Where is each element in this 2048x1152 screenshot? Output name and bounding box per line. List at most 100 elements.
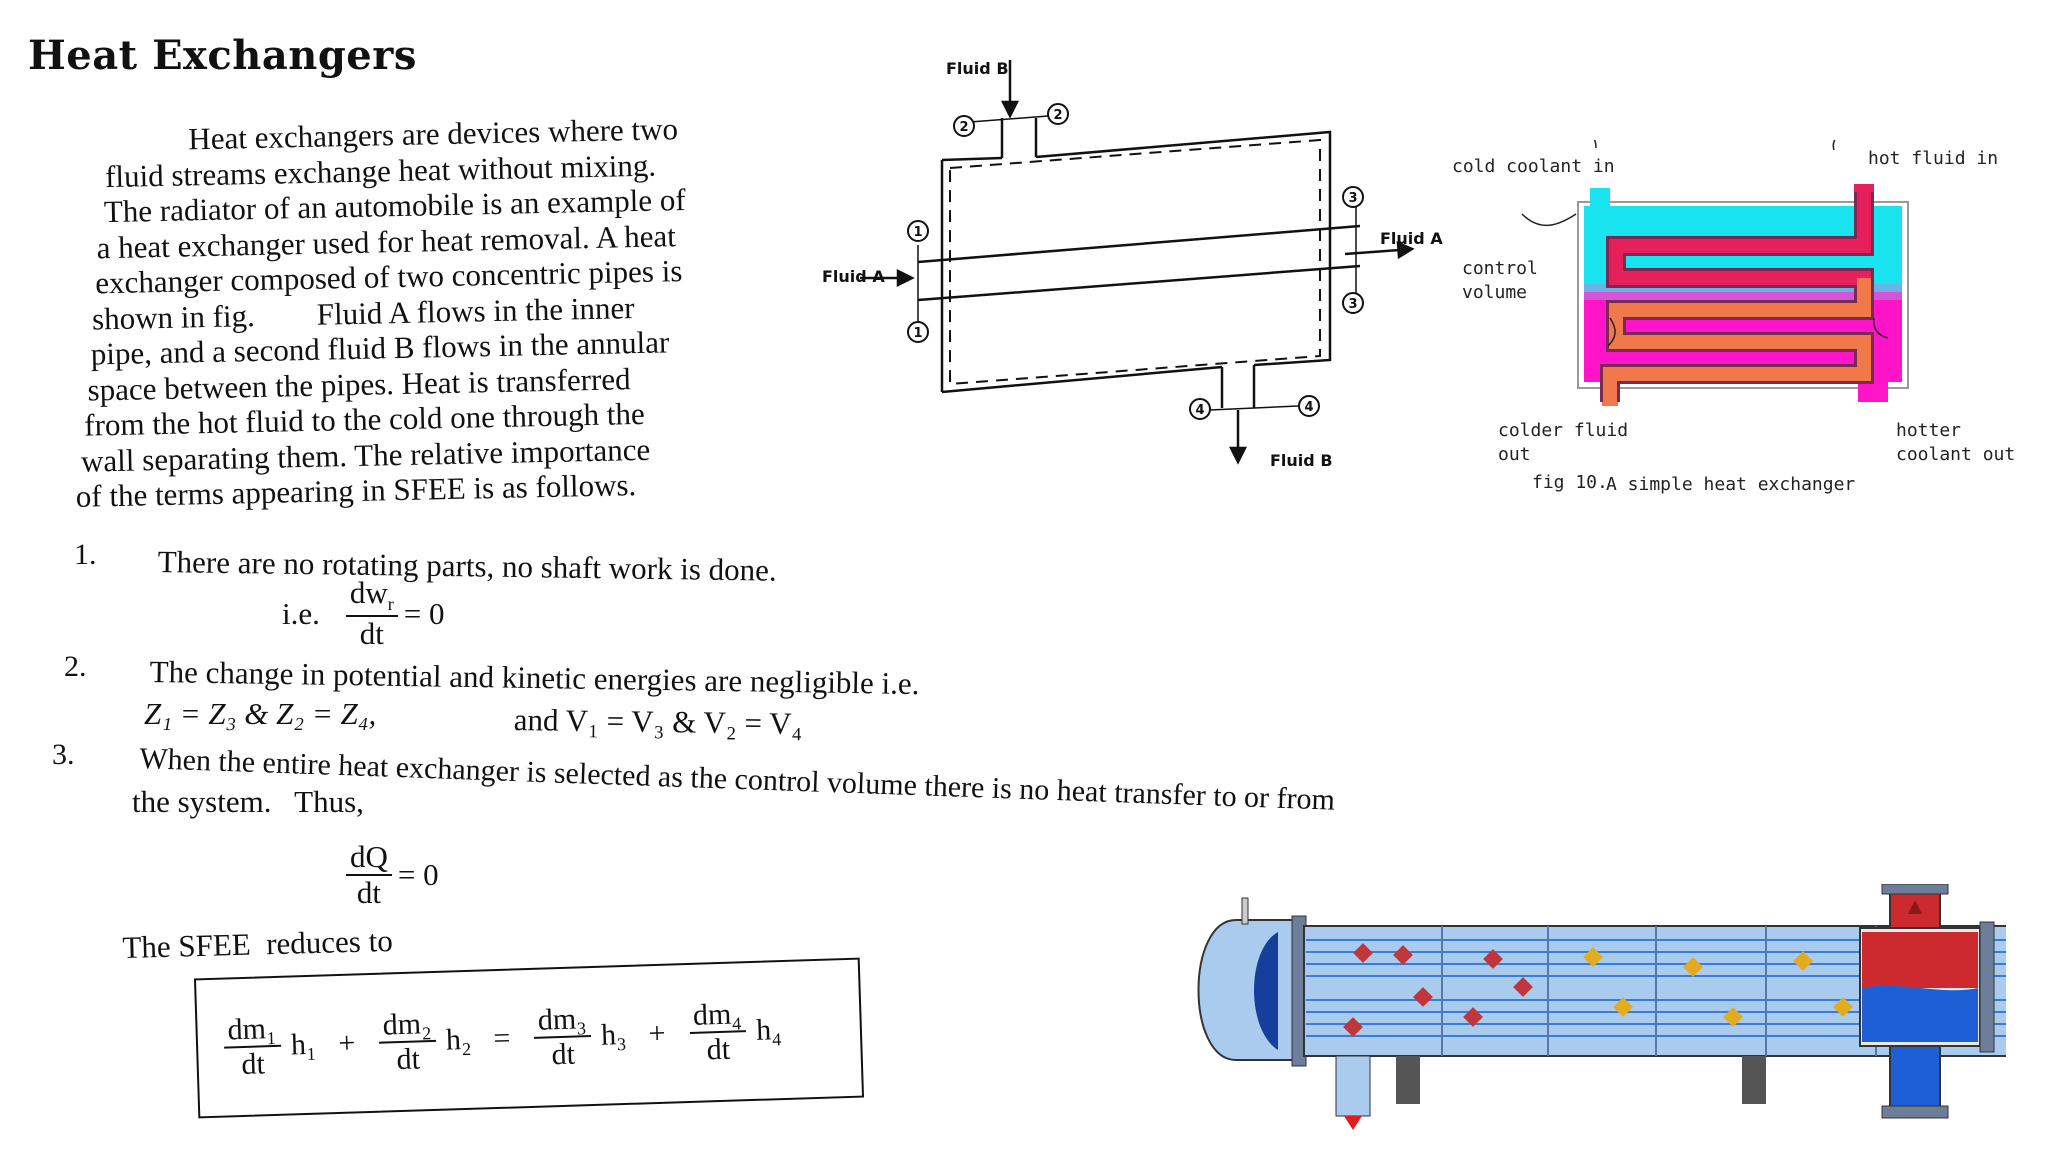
- enthalpy-term: h₄: [755, 1013, 783, 1047]
- hot-inlet-chamber: [1862, 932, 1978, 988]
- flow-marker: [1613, 997, 1633, 1017]
- hotter-coolant-out-label: coolant out: [1896, 444, 2016, 465]
- flow-marker: [1513, 977, 1533, 997]
- eq-rhs: = 0: [403, 595, 445, 631]
- annotation-arrow: [1832, 140, 1836, 151]
- equality-equation-right: and V₁ = V₃ & V₂ = V₄: [513, 702, 803, 742]
- flow-marker: [1483, 949, 1503, 969]
- station-circle: [907, 220, 929, 242]
- fraction-numerator: dQ: [346, 839, 392, 877]
- station-circle: [1342, 186, 1364, 208]
- station-label: 3: [1348, 191, 1357, 206]
- eq-rhs: = 0: [397, 857, 439, 893]
- cold-outlet-nozzle: [1889, 1045, 1941, 1111]
- shell-outline: [1577, 201, 1909, 389]
- channel-flange: [1979, 921, 1995, 1053]
- fraction-denominator: dt: [396, 1042, 421, 1077]
- equals-sign: =: [492, 1021, 511, 1056]
- colder-fluid-out-label: colder fluid: [1498, 420, 1629, 441]
- fraction-numerator: dm₁: [223, 1011, 281, 1049]
- cold-outlet-chamber: [1862, 985, 1978, 1042]
- station-circle: [1047, 103, 1069, 125]
- fraction-denominator: dt: [551, 1037, 576, 1072]
- control-volume-label: control: [1462, 258, 1538, 279]
- enthalpy-term: h₂: [445, 1022, 472, 1057]
- item-number: 1.: [74, 538, 97, 571]
- station-line: [1209, 405, 1299, 411]
- station-circle: [1298, 395, 1320, 417]
- fraction: dm₂ dt: [378, 1006, 437, 1077]
- hotter-coolant-out-label: hotter: [1896, 420, 1962, 441]
- station-circle: [1189, 398, 1211, 420]
- arrowhead-icon: [1228, 446, 1248, 465]
- station-circle: [1342, 292, 1364, 314]
- coolant-outlet-nozzle: [1858, 380, 1888, 402]
- support-leg: [1742, 1056, 1766, 1104]
- sfee-intro: The SFEE reduces to: [122, 922, 394, 965]
- fluid-a-in-label: Fluid A: [822, 267, 885, 286]
- outlet-flange: [1881, 1105, 1949, 1119]
- station-circle: [907, 321, 929, 343]
- fraction: dm₁ dt: [223, 1011, 282, 1082]
- flow-marker: [1353, 943, 1373, 963]
- page-title: Heat Exchangers: [28, 32, 417, 79]
- outer-shell: [941, 130, 1332, 394]
- arrowhead-icon: [896, 268, 915, 288]
- figure-caption: A simple heat exchanger: [1606, 474, 1856, 495]
- fluid-b-out-label: Fluid B: [1270, 451, 1333, 470]
- plus-sign: +: [337, 1026, 356, 1060]
- annotation-arrow: [1607, 317, 1616, 347]
- fraction-numerator: dm₂: [378, 1006, 437, 1044]
- station-label: 2: [1053, 108, 1062, 123]
- fluid-b-in-label: Fluid B: [946, 59, 1009, 78]
- fraction-denominator: dt: [240, 1047, 266, 1082]
- item-number: 2.: [64, 650, 87, 683]
- annotation-arrow: [1521, 213, 1577, 227]
- left-head-inner: [1254, 932, 1278, 1050]
- eq-num: dw: [349, 575, 388, 610]
- fraction: dwr dt: [345, 575, 398, 651]
- flow-marker: [1463, 1007, 1483, 1027]
- cooling-tube: [1603, 278, 1871, 402]
- flow-marker: [1393, 945, 1413, 965]
- fraction: dQ dt: [346, 839, 392, 911]
- arrowhead-icon: [1000, 100, 1020, 119]
- flow-marker: [1793, 951, 1813, 971]
- fraction-denominator: dt: [356, 875, 381, 911]
- fraction-numerator: dwr: [345, 575, 398, 617]
- outlet-arrow-icon: [1344, 1116, 1362, 1130]
- fraction-numerator: dm₄: [688, 997, 747, 1034]
- control-volume-label: volume: [1462, 282, 1528, 303]
- station-label: 1: [913, 326, 922, 341]
- station-label: 4: [1304, 400, 1313, 415]
- fluid-a-out-arrow: [1344, 248, 1401, 256]
- station-label: 1: [913, 225, 922, 240]
- fluid-a-out-label: Fluid A: [1380, 229, 1443, 248]
- fraction-numerator: dm₃: [533, 1002, 592, 1039]
- flow-marker: [1413, 987, 1433, 1007]
- enthalpy-term: h₁: [290, 1027, 317, 1062]
- shaft-work-equation: i.e. dwr dt = 0: [282, 575, 445, 651]
- inner-pipe: [917, 224, 1361, 302]
- hot-fluid-in-label: hot fluid in: [1868, 148, 1999, 169]
- equality-equation-left: Z₁ = Z₃ & Z₂ = Z₄,: [144, 696, 377, 731]
- left-head: [1197, 919, 1297, 1061]
- channel-head: [1859, 884, 1995, 1119]
- station-line: [969, 115, 1049, 123]
- fraction-denominator: dt: [706, 1032, 731, 1067]
- eq-num-sub: r: [387, 594, 394, 615]
- flow-marker: [1583, 947, 1603, 967]
- figure-number: fig 10.: [1532, 472, 1608, 493]
- cold-coolant-in-label: cold coolant in: [1452, 156, 1615, 177]
- annotation-arrow: [1872, 317, 1889, 339]
- fraction: dm₃ dt: [533, 1002, 592, 1072]
- fraction-denominator: dt: [359, 615, 384, 651]
- station-label: 2: [959, 120, 968, 135]
- station-label: 4: [1195, 403, 1204, 418]
- enthalpy-term: h₃: [600, 1017, 628, 1052]
- sfee-equation-box: dm₁ dt h₁ + dm₂ dt h₂ = dm₃ dt h₃ + dm₄ …: [193, 957, 865, 1119]
- annotation-arrow: [1593, 140, 1597, 149]
- item-text: The change in potential and kinetic ener…: [149, 654, 920, 702]
- item-text: There are no rotating parts, no shaft wo…: [157, 544, 777, 588]
- flow-marker: [1723, 1007, 1743, 1027]
